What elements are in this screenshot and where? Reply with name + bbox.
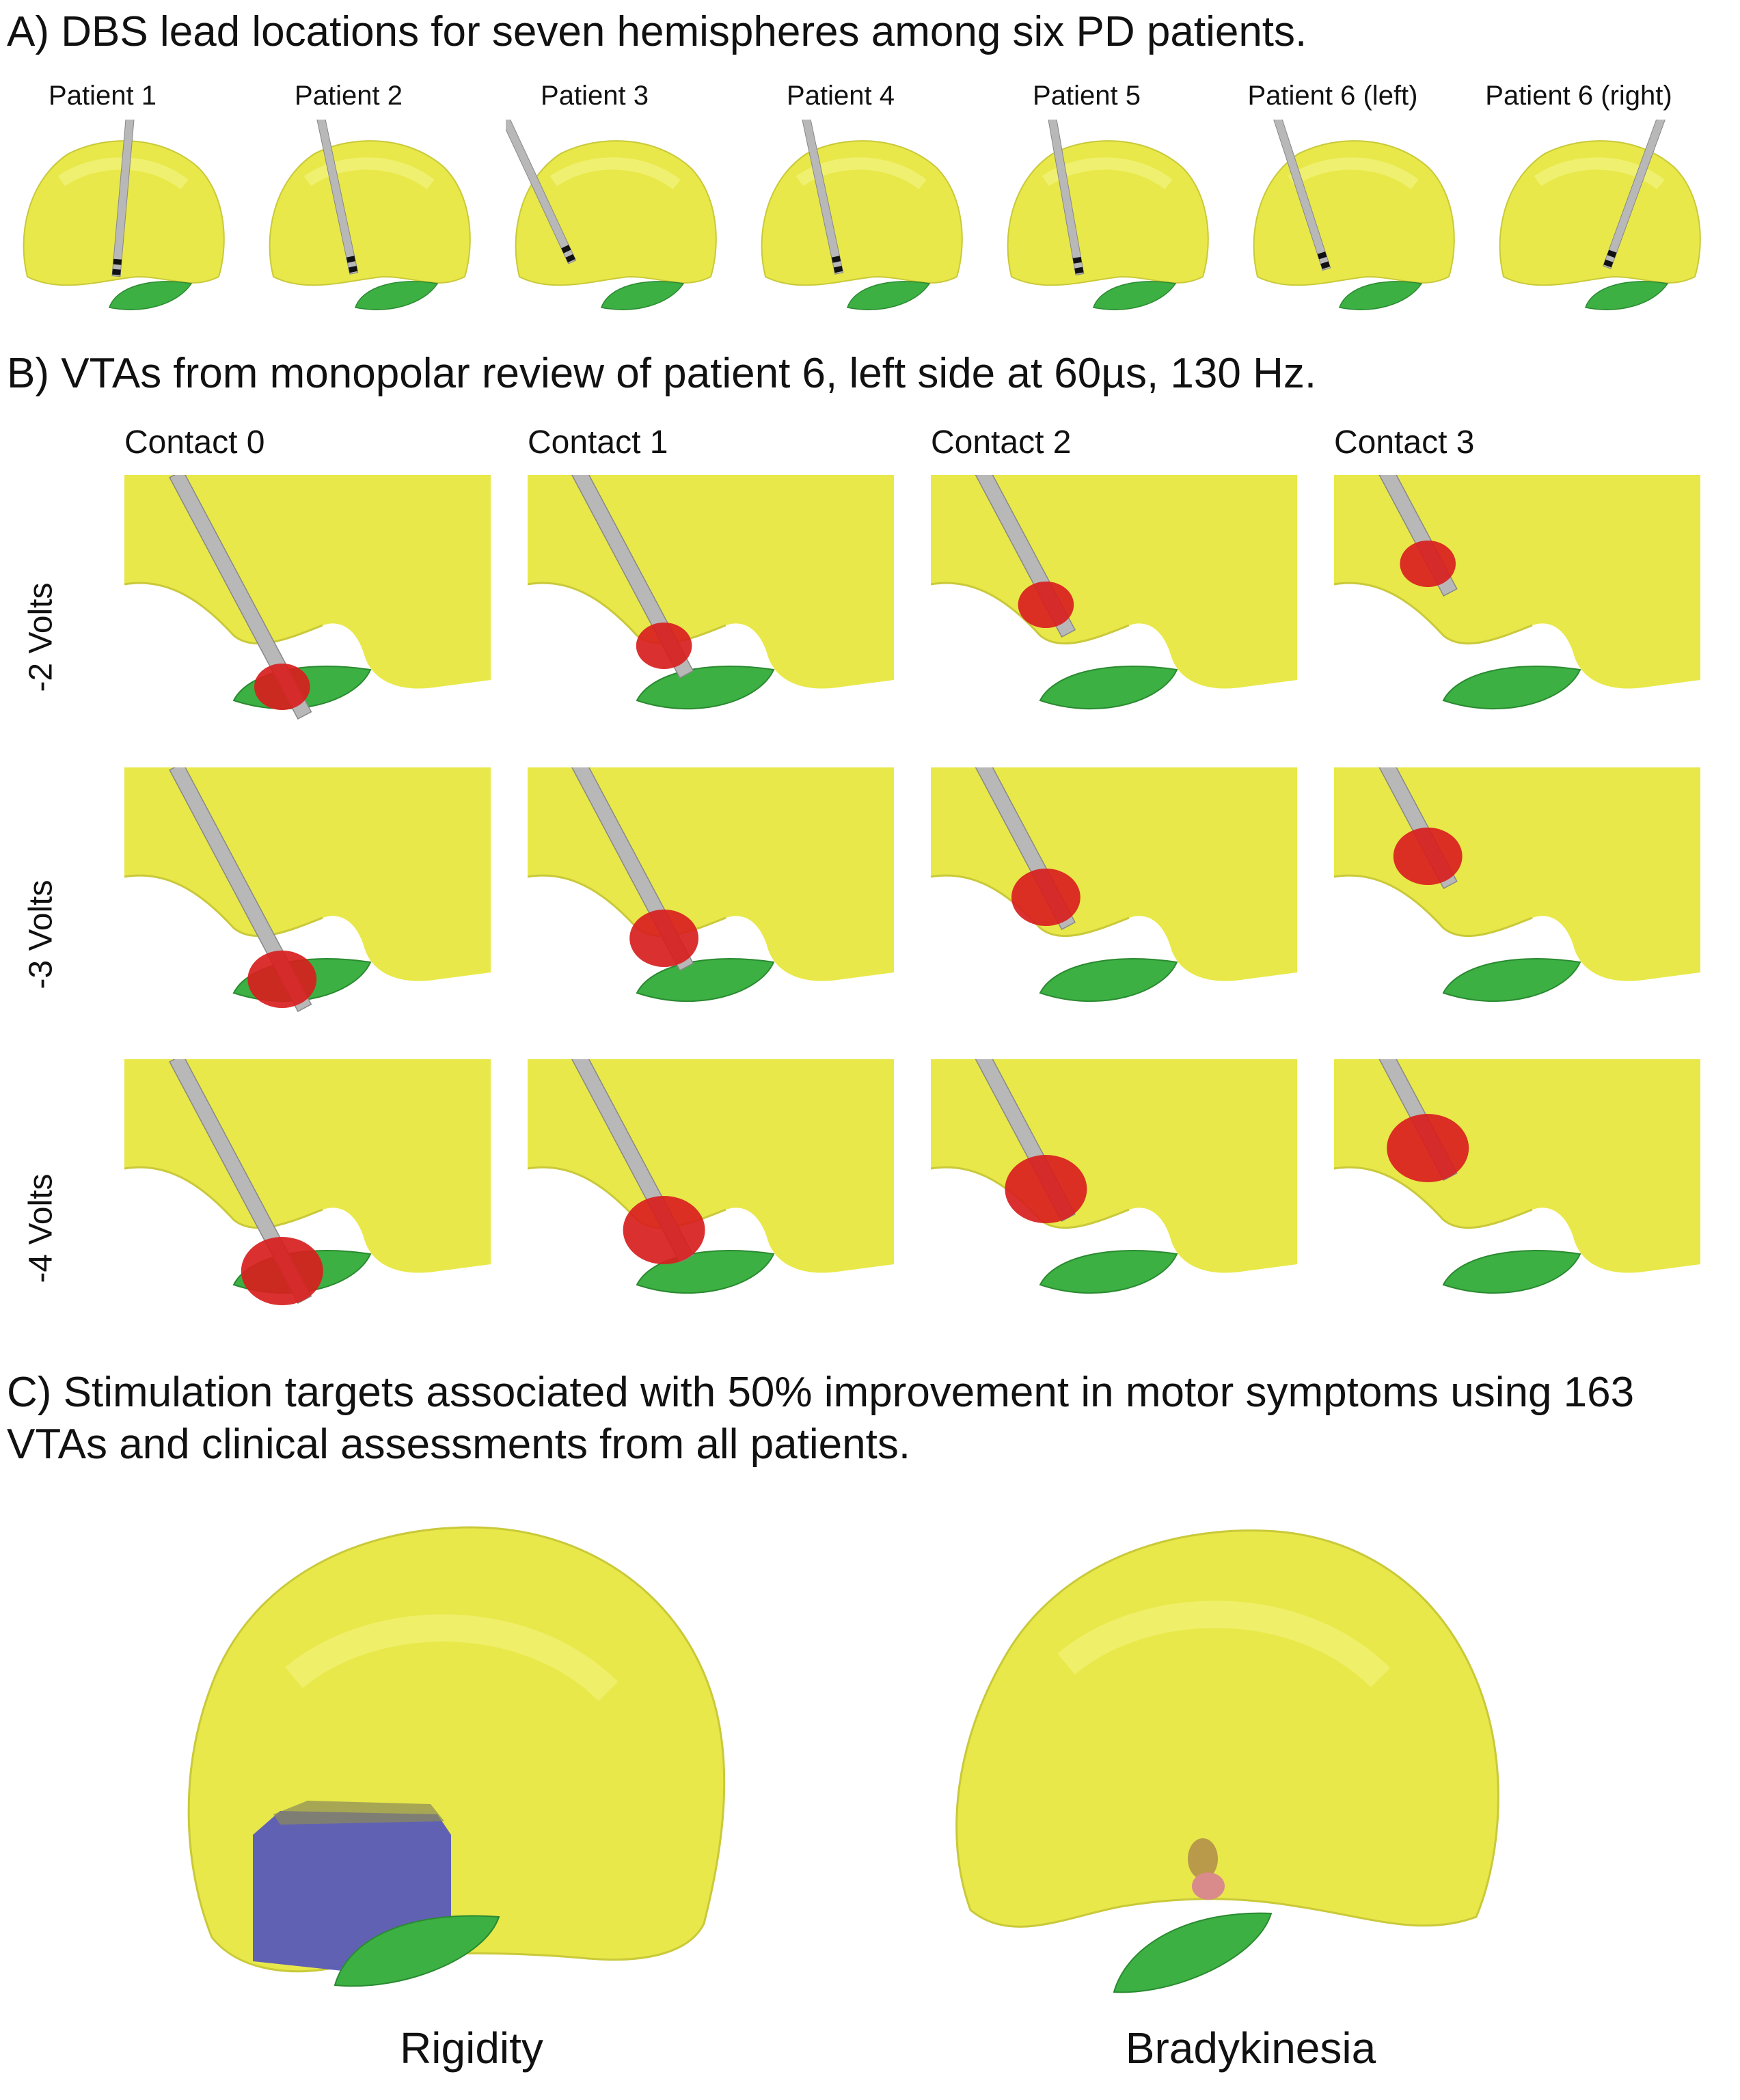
vta-render [528, 767, 894, 1026]
patient-render [506, 120, 724, 331]
patient-label-4: Patient 4 [787, 81, 895, 111]
vta-render [124, 1059, 491, 1318]
voltage-label-2v: -2 Volts [23, 582, 59, 692]
vta-render [528, 475, 894, 733]
vta-render [1334, 475, 1700, 733]
contact-label-1: Contact 1 [528, 424, 668, 461]
patient-render [752, 120, 970, 331]
patient-label-6-left: Patient 6 (left) [1247, 81, 1418, 111]
patient-render [260, 120, 478, 331]
vta-render [1334, 767, 1700, 1026]
vta-render [528, 1059, 894, 1318]
vta-render [124, 767, 491, 1026]
contact-label-3: Contact 3 [1334, 424, 1475, 461]
voltage-label-4v: -4 Volts [23, 1173, 59, 1283]
patient-label-3: Patient 3 [541, 81, 649, 111]
thalamus-highlight [285, 1614, 618, 1702]
patient-render [14, 120, 232, 331]
thalamus-highlight [1057, 1600, 1391, 1688]
bradykinesia-target [1192, 1872, 1225, 1900]
rigidity-target-top [273, 1801, 444, 1825]
voltage-label-3v: -3 Volts [23, 879, 59, 990]
stn-shape [334, 1915, 500, 1987]
vta-render [931, 475, 1297, 733]
contact-label-2: Contact 2 [931, 424, 1072, 461]
patient-label-6-right: Patient 6 (right) [1485, 81, 1672, 111]
bradykinesia-label: Bradykinesia [1125, 2023, 1376, 2073]
rigidity-render [187, 1526, 726, 1987]
panel-c-heading: C) Stimulation targets associated with 5… [7, 1369, 1635, 1468]
rigidity-label: Rigidity [400, 2023, 543, 2073]
panel-a-heading: A) DBS lead locations for seven hemisphe… [7, 8, 1307, 55]
panel-b-heading: B) VTAs from monopolar review of patient… [7, 350, 1317, 397]
vta-render [124, 475, 491, 733]
patient-render [998, 120, 1216, 331]
thalamus-shape [955, 1529, 1499, 1928]
bradykinesia-render [955, 1529, 1499, 1993]
patient-label-5: Patient 5 [1033, 81, 1141, 111]
rigidity-figure [171, 1514, 759, 2019]
vta-render [1334, 1059, 1700, 1318]
patient-render [1244, 120, 1463, 331]
vta-render [931, 1059, 1297, 1318]
vta-render [931, 767, 1297, 1026]
bradykinesia-target-upper [1188, 1838, 1218, 1879]
patient-label-2: Patient 2 [295, 81, 403, 111]
contact-label-0: Contact 0 [124, 424, 265, 461]
stn-shape [1113, 1912, 1273, 1993]
patient-label-1: Patient 1 [49, 81, 157, 111]
bradykinesia-figure [943, 1514, 1531, 2019]
patient-render [1490, 120, 1709, 331]
